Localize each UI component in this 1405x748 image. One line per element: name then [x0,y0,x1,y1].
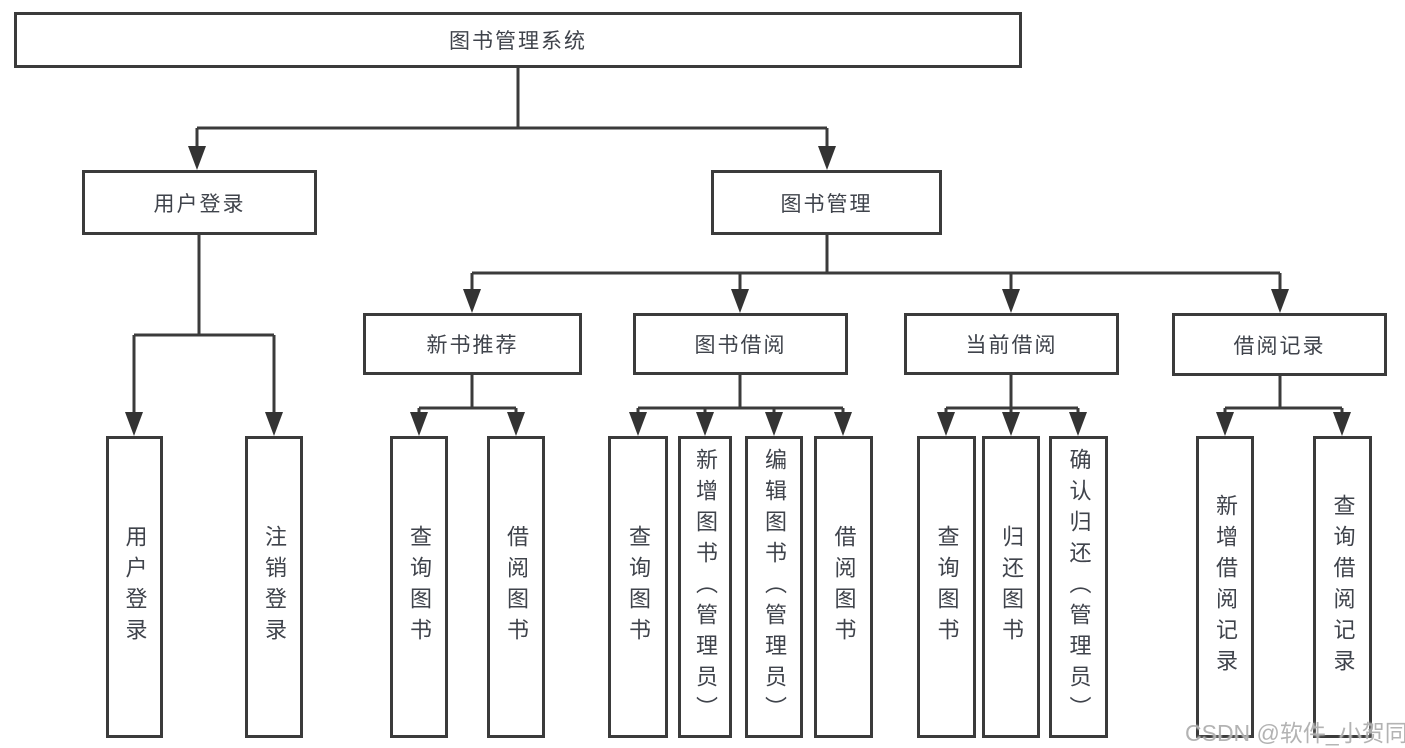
node-root: 图书管理系统 [14,12,1022,68]
leaf-borrow-edit-admin-label: 编辑图书（管理员） [762,447,787,727]
connector-newbooks-to-leaves [410,375,525,436]
node-book-management: 图书管理 [711,170,942,235]
leaf-newbooks-query: 查询图书 [390,436,448,738]
connector-bookmgmt-to-level3 [463,235,1289,313]
leaf-newbooks-borrow: 借阅图书 [487,436,545,738]
leaf-borrow-add-admin-label: 新增图书（管理员） [693,447,718,727]
leaf-current-return: 归还图书 [982,436,1040,738]
leaf-current-return-label: 归还图书 [999,525,1024,649]
leaf-records-query-label: 查询借阅记录 [1330,494,1356,680]
leaf-user-login: 用户登录 [106,436,163,738]
leaf-current-confirm-admin-label: 确认归还（管理员） [1066,447,1092,727]
node-user-login-label: 用户登录 [153,192,246,216]
leaf-borrow-query-label: 查询图书 [626,525,651,649]
csdn-watermark: CSDN @软件_小贺同学 [1185,720,1405,746]
leaf-records-add: 新增借阅记录 [1196,436,1254,738]
node-user-login: 用户登录 [82,170,317,235]
node-book-borrow-label: 图书借阅 [694,334,787,357]
node-book-management-label: 图书管理 [780,192,873,216]
connector-records-to-leaves [1216,375,1351,436]
node-current-borrow: 当前借阅 [904,313,1119,375]
node-new-book-recommend: 新书推荐 [363,313,582,375]
leaf-borrow-book: 借阅图书 [814,436,873,738]
node-new-book-recommend-label: 新书推荐 [426,334,519,357]
leaf-current-query-label: 查询图书 [934,525,960,649]
connector-currentborrow-to-leaves [937,375,1087,436]
leaf-newbooks-query-label: 查询图书 [407,525,432,649]
leaf-records-add-label: 新增借阅记录 [1213,494,1238,680]
leaf-borrow-book-label: 借阅图书 [831,525,857,649]
leaf-logout: 注销登录 [245,436,303,738]
connector-root-to-level2 [188,68,836,170]
connector-userlogin-to-leaves [125,234,283,436]
node-borrow-records-label: 借阅记录 [1233,334,1326,358]
node-book-borrow: 图书借阅 [633,313,848,375]
connector-bookborrow-to-leaves [629,375,852,436]
node-borrow-records: 借阅记录 [1172,313,1387,376]
leaf-borrow-query: 查询图书 [608,436,668,738]
leaf-records-query: 查询借阅记录 [1313,436,1372,738]
leaf-current-confirm-admin: 确认归还（管理员） [1049,436,1108,738]
leaf-user-login-label: 用户登录 [122,525,148,649]
leaf-logout-label: 注销登录 [262,525,287,649]
node-root-label: 图书管理系统 [449,30,587,53]
leaf-newbooks-borrow-label: 借阅图书 [504,525,529,649]
leaf-borrow-edit-admin: 编辑图书（管理员） [745,436,803,738]
leaf-current-query: 查询图书 [917,436,976,738]
node-current-borrow-label: 当前借阅 [965,334,1058,357]
leaf-borrow-add-admin: 新增图书（管理员） [678,436,732,738]
